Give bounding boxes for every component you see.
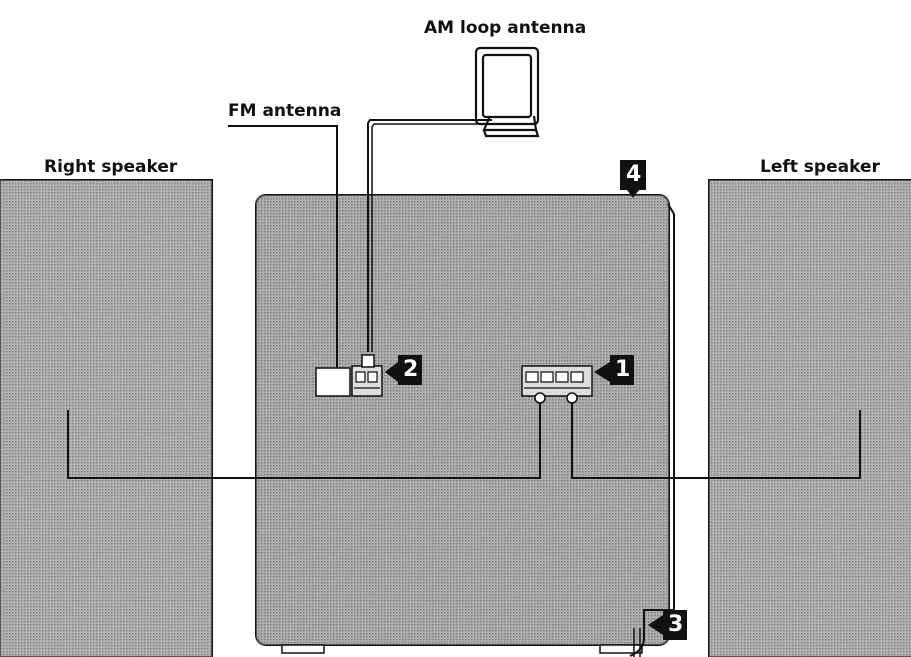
step-badge-1 xyxy=(594,355,634,385)
am-loop-antenna xyxy=(474,46,540,138)
step-badge-4 xyxy=(620,160,646,198)
step-number-3: 3 xyxy=(668,612,684,637)
step-number-2: 2 xyxy=(403,357,419,382)
step-badge-2 xyxy=(385,355,422,385)
am-antenna-wire xyxy=(367,119,492,352)
antenna-terminals xyxy=(315,354,383,397)
left-speaker xyxy=(708,179,911,657)
main-unit xyxy=(255,194,670,654)
unit-foot-left xyxy=(281,644,325,654)
speaker-terminals xyxy=(521,365,593,404)
am-loop-antenna-label: AM loop antenna xyxy=(424,18,587,38)
unit-foot-right xyxy=(599,644,643,654)
right-speaker xyxy=(0,179,213,657)
step-number-1: 1 xyxy=(615,357,631,382)
fm-antenna-wire xyxy=(228,125,338,370)
left-speaker-label: Left speaker xyxy=(760,157,880,177)
right-speaker-label: Right speaker xyxy=(44,157,178,177)
fm-antenna-label: FM antenna xyxy=(228,101,342,121)
right-speaker-cord xyxy=(67,403,541,479)
step-badge-3 xyxy=(648,610,687,640)
left-speaker-cord xyxy=(571,403,861,479)
step-number-4: 4 xyxy=(626,162,642,187)
